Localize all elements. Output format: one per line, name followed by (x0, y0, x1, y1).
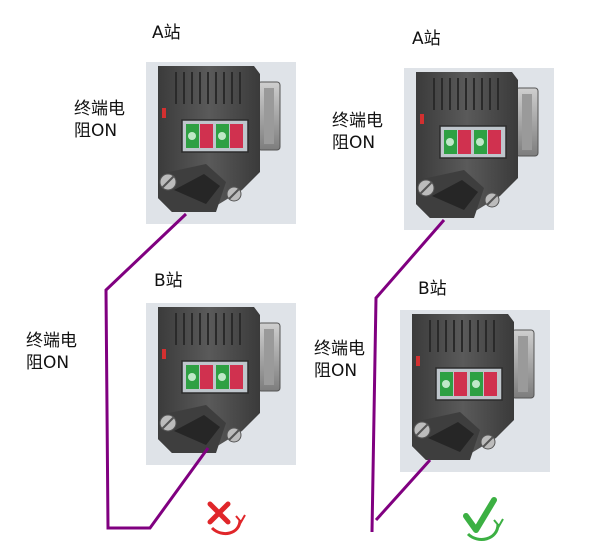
right-termination-b-label: 终端电 阻ON (314, 338, 365, 382)
right-station-a-label: A站 (412, 29, 441, 49)
left-connector-a (145, 61, 297, 225)
left-station-a-label: A站 (152, 23, 181, 43)
right-connector-b (399, 309, 551, 473)
right-cable-a-to-b (370, 219, 446, 533)
left-termination-a-line1: 终端电 (74, 99, 125, 119)
left-termination-a-label: 终端电 阻ON (74, 98, 125, 142)
right-connector-a (403, 67, 555, 231)
right-termination-a-line1: 终端电 (332, 111, 383, 131)
left-termination-a-line2: 阻ON (74, 121, 118, 141)
left-station-b-label: B站 (154, 271, 183, 291)
right-station-b-label: B站 (418, 279, 447, 299)
right-cable-b (374, 458, 432, 522)
left-termination-b-line2: 阻ON (26, 353, 70, 373)
right-termination-b-line1: 终端电 (314, 339, 365, 359)
right-termination-b-line2: 阻ON (314, 361, 358, 381)
right-termination-a-line2: 阻ON (332, 133, 376, 153)
left-termination-b-line1: 终端电 (26, 331, 77, 351)
left-cable (104, 212, 210, 530)
green-check-icon (463, 497, 504, 541)
left-connector-b (145, 302, 297, 466)
right-termination-a-label: 终端电 阻ON (332, 110, 383, 154)
red-cross-icon (207, 501, 246, 536)
left-termination-b-label: 终端电 阻ON (26, 330, 77, 374)
